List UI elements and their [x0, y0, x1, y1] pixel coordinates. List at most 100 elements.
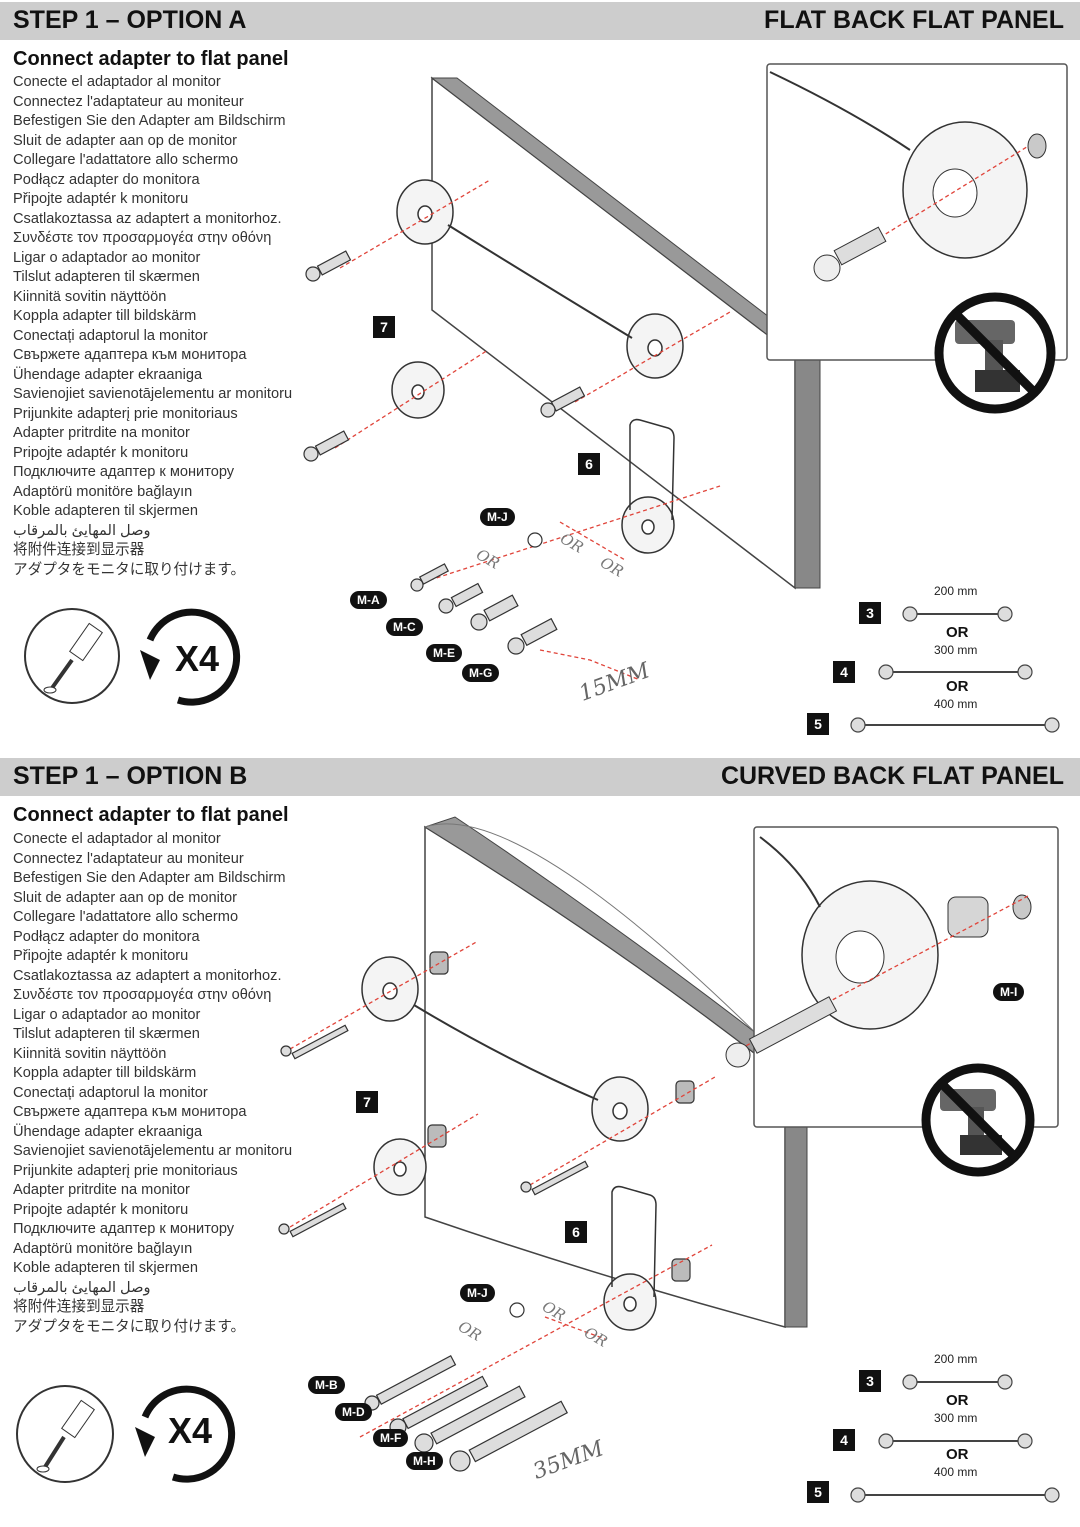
translation-item: Ühendage adapter ekraaniga	[13, 366, 203, 383]
cable-icon	[850, 1374, 1060, 1503]
spacer	[427, 951, 695, 1282]
translation-item: Ligar o adaptador ao monitor	[13, 249, 201, 266]
translation-item: Csatlakoztassa az adaptert a monitorhoz.	[13, 210, 282, 227]
translation-item: Συνδέστε τον προσαρμογέα στην οθόνη	[13, 987, 272, 1003]
hardware-tag: M-G	[462, 664, 500, 682]
translation-list: Conecte el adaptador al monitor Connecte…	[13, 830, 343, 1337]
translation-item: Savienojiet savienotājelementu ar monito…	[13, 1143, 293, 1159]
quantity-label: X4	[175, 638, 220, 679]
callout-number: 7	[373, 316, 395, 338]
screw	[303, 250, 586, 655]
translation-item: Prijunkite adapterį prie monitoriaus	[13, 1162, 238, 1179]
hardware-tag: M-C	[386, 618, 423, 636]
translation-item: Συνδέστε τον προσαρμογέα στην οθόνη	[13, 230, 272, 246]
screwdriver-icon	[24, 608, 120, 704]
or-label: OR	[946, 1392, 969, 1409]
translation-item: Sluit de adapter aan op de monitor	[13, 132, 237, 149]
screw	[278, 1024, 589, 1472]
translation-item: Kiinnitä sovitin näyttöön	[13, 1045, 167, 1062]
translation-item: Adapter pritrdite na monitor	[13, 425, 190, 441]
translation-item: Csatlakoztassa az adaptert a monitorhoz.	[13, 967, 282, 984]
cable-number: 3	[859, 602, 881, 624]
cable-number: 5	[807, 1481, 829, 1503]
translation-item: Kiinnitä sovitin näyttöön	[13, 288, 167, 305]
translation-item: Připojte adaptér k monitoru	[13, 191, 189, 207]
section-a-header: STEP 1 – OPTION A FLAT BACK FLAT PANEL	[0, 2, 1080, 40]
flat-panel-diagram	[24, 63, 1068, 733]
or-label: OR	[946, 624, 969, 641]
section-b-header: STEP 1 – OPTION B CURVED BACK FLAT PANEL	[0, 758, 1080, 796]
translation-item: Befestigen Sie den Adapter am Bildschirm	[13, 113, 286, 129]
callout-number: 7	[356, 1091, 378, 1113]
hardware-tag: M-I	[993, 983, 1025, 1001]
translation-item: Подключите адаптер к монитору	[13, 1221, 235, 1237]
translation-item: وصل المهايئ بالمرقاب	[13, 1279, 151, 1296]
translation-item: Pripojte adaptér k monitoru	[13, 1201, 189, 1218]
translation-item: Connectez l'adaptateur au moniteur	[13, 850, 244, 867]
translation-item: 将附件连接到显示器	[13, 542, 145, 558]
cable-length: 400 mm	[934, 697, 978, 711]
translation-item: Tilslut adapteren til skærmen	[13, 269, 200, 285]
curved-panel-diagram	[16, 816, 1060, 1503]
translation-item: Koppla adapter till bildskärm	[13, 1065, 197, 1081]
translation-item: Conectați adaptorul la monitor	[13, 1084, 208, 1101]
adapter-puck	[391, 179, 684, 554]
translation-item: Adapter pritrdite na monitor	[13, 1182, 190, 1198]
cable-number: 5	[807, 713, 829, 735]
translation-item: Свържете адаптера към монитора	[13, 347, 247, 363]
translation-item: 将附件连接到显示器	[13, 1299, 145, 1315]
translation-item: وصل المهايئ بالمرقاب	[13, 522, 151, 539]
translation-item: Conecte el adaptador al monitor	[13, 74, 221, 90]
panel-type-label: CURVED BACK FLAT PANEL	[720, 762, 1064, 790]
cable-line	[413, 1004, 599, 1101]
translation-item: Collegare l'adattatore allo schermo	[13, 909, 239, 925]
translation-item: Koble adapteren til skjermen	[13, 1260, 198, 1276]
translation-item: アダプタをモニタに取り付けます。	[13, 561, 246, 578]
instruction-heading: Connect adapter to flat panel	[13, 48, 289, 70]
translation-list: Conecte el adaptador al monitor Connecte…	[13, 73, 343, 580]
rotate-arrow-icon	[135, 1385, 236, 1483]
callout-number: 6	[565, 1221, 587, 1243]
cable-length: 200 mm	[934, 1352, 978, 1366]
hardware-tag: M-B	[308, 1376, 345, 1394]
step-label: STEP 1 – OPTION A	[13, 6, 247, 34]
translation-item: Ühendage adapter ekraaniga	[13, 1123, 203, 1140]
no-power-drill-icon	[934, 292, 1056, 414]
translation-item: Adaptörü monitöre bağlayın	[13, 483, 193, 500]
hardware-tag: M-J	[460, 1284, 495, 1302]
cable-number: 3	[859, 1370, 881, 1392]
translation-item: Adaptörü monitöre bağlayın	[13, 1240, 193, 1257]
hook-bracket	[611, 1185, 657, 1298]
translation-item: アダプタをモニタに取り付けます。	[13, 1318, 246, 1335]
translation-item: Befestigen Sie den Adapter am Bildschirm	[13, 870, 286, 886]
hardware-tag: M-H	[406, 1452, 443, 1470]
no-power-drill-icon	[921, 1063, 1035, 1177]
hardware-tag: M-D	[335, 1403, 372, 1421]
hook-bracket	[629, 418, 675, 521]
hardware-tag: M-E	[426, 644, 462, 662]
cable-length: 300 mm	[934, 643, 978, 657]
cable-icon	[850, 606, 1060, 733]
rotate-arrow-icon	[140, 608, 241, 706]
screwdriver-icon	[16, 1385, 114, 1483]
translation-item: Conecte el adaptador al monitor	[13, 831, 221, 847]
translation-item: Подключите адаптер к монитору	[13, 464, 235, 480]
translation-item: Koble adapteren til skjermen	[13, 503, 198, 519]
step-label: STEP 1 – OPTION B	[13, 762, 248, 790]
or-label: OR	[946, 1446, 969, 1463]
cable-length: 200 mm	[934, 584, 978, 598]
translation-item: Sluit de adapter aan op de monitor	[13, 889, 237, 906]
translation-item: Prijunkite adapterį prie monitoriaus	[13, 405, 238, 422]
translation-item: Свържете адаптера към монитора	[13, 1104, 247, 1120]
translation-item: Connectez l'adaptateur au moniteur	[13, 93, 244, 110]
translation-item: Collegare l'adattatore allo schermo	[13, 152, 239, 168]
or-label: OR	[946, 678, 969, 695]
instruction-heading: Connect adapter to flat panel	[13, 804, 289, 826]
panel-type-label: FLAT BACK FLAT PANEL	[764, 6, 1064, 34]
translation-item: Podłącz adapter do monitora	[13, 171, 200, 188]
cable-number: 4	[833, 661, 855, 683]
translation-item: Tilslut adapteren til skærmen	[13, 1026, 200, 1042]
translation-item: Podłącz adapter do monitora	[13, 928, 200, 945]
hardware-tag: M-F	[373, 1429, 409, 1447]
quantity-label: X4	[168, 1410, 213, 1451]
